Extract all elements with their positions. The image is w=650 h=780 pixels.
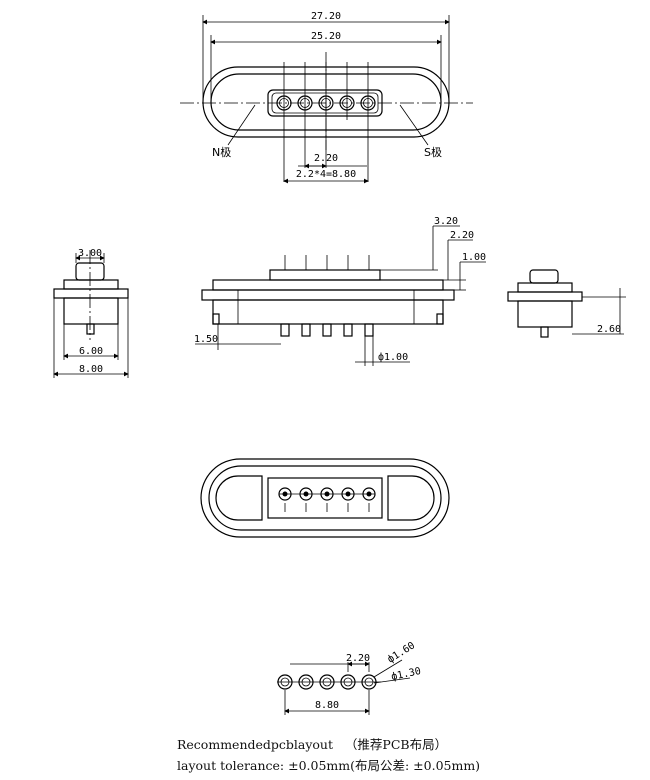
top-view: 27.20 25.20 2.20 2.2*4=8.80 N极 S极 — [180, 11, 473, 184]
pin-span-label: 2.2*4=8.80 — [296, 169, 356, 180]
inner-width-label: 25.20 — [311, 31, 341, 42]
bottom-view — [200, 458, 450, 538]
mid-width-label: 6.00 — [79, 346, 103, 357]
dim-c-label: 1.00 — [462, 252, 486, 263]
overall-width-label: 27.20 — [311, 11, 341, 22]
right-side-view: 2.60 — [507, 269, 626, 338]
pin-pitch-label: 2.20 — [314, 153, 338, 164]
bottom-pins — [278, 487, 376, 512]
left-side-view: 3.00 6.00 8.00 — [53, 248, 129, 378]
pin-diameter-label: ф1.00 — [378, 351, 408, 363]
dim-a-label: 3.20 — [434, 216, 458, 227]
caption-tolerance: layout tolerance: ±0.05mm(布局公差: ±0.05mm) — [177, 758, 481, 773]
top-width-label: 3.00 — [78, 248, 102, 259]
n-pole-label: N极 — [212, 145, 231, 159]
front-view: 3.20 2.20 1.00 1.50 ф1.00 — [194, 216, 486, 366]
front-pins — [280, 255, 374, 337]
pcb-inner-diameter-label: ф1.30 — [390, 665, 422, 683]
pcb-outer-diameter-label: ф1.60 — [385, 639, 417, 665]
pcb-span-label: 8.80 — [315, 700, 339, 711]
pcb-layout: 2.20 ф1.60 ф1.30 8.80 — [277, 639, 422, 715]
s-pole-label: S极 — [424, 145, 442, 159]
caption-layout-title: Recommendedpcblayout （推荐PCB布局） — [177, 737, 448, 752]
top-pins — [276, 62, 376, 182]
right-height-label: 2.60 — [597, 324, 621, 335]
pin-length-label: 1.50 — [194, 334, 218, 345]
base-width-label: 8.00 — [79, 364, 103, 375]
dim-b-label: 2.20 — [450, 230, 474, 241]
pcb-pitch-label: 2.20 — [346, 653, 370, 664]
